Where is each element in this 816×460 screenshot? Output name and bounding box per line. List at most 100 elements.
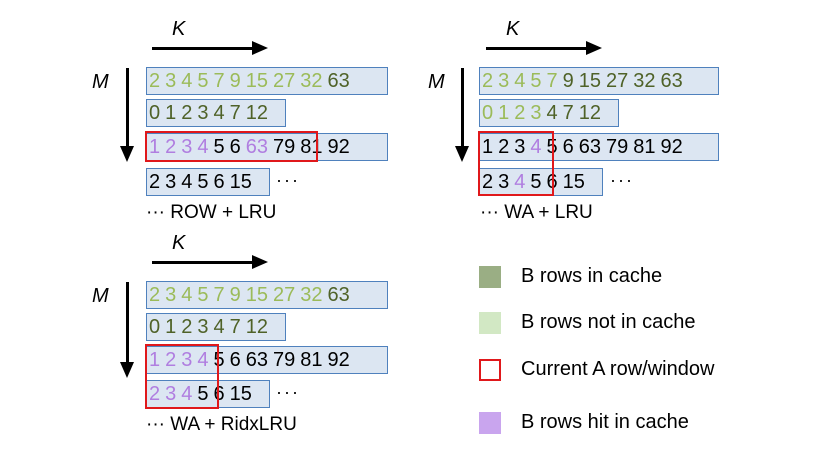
index-token: 63 bbox=[327, 283, 350, 306]
index-token: 6 bbox=[213, 382, 225, 405]
index-token: 2 bbox=[165, 348, 177, 371]
index-token: 2 bbox=[482, 170, 494, 193]
index-token: 2 bbox=[149, 283, 161, 306]
row-ellipsis: ··· bbox=[610, 170, 634, 190]
index-token: 3 bbox=[165, 382, 177, 405]
index-token: 27 bbox=[273, 69, 296, 92]
k-axis-label: K bbox=[172, 18, 186, 40]
current-a-window-highlight bbox=[145, 344, 219, 409]
row-ellipsis: ··· bbox=[276, 170, 300, 190]
index-token: 79 bbox=[273, 135, 296, 158]
index-token: 9 bbox=[229, 283, 241, 306]
index-token: 2 bbox=[482, 69, 494, 92]
k-axis-label: K bbox=[506, 18, 520, 40]
index-token: 7 bbox=[229, 101, 241, 124]
index-token: 15 bbox=[245, 283, 268, 306]
k-axis-arrow bbox=[152, 255, 268, 269]
index-token: 32 bbox=[300, 69, 323, 92]
index-token: 4 bbox=[213, 101, 225, 124]
m-axis-label: M bbox=[92, 71, 109, 93]
index-token: 3 bbox=[165, 170, 177, 193]
index-token: 3 bbox=[530, 101, 542, 124]
current-a-row-highlight bbox=[145, 131, 318, 162]
index-token: 15 bbox=[578, 69, 601, 92]
m-axis-label: M bbox=[92, 285, 109, 307]
legend-label: B rows not in cache bbox=[521, 311, 696, 333]
index-token: 1 bbox=[149, 348, 161, 371]
index-token: 3 bbox=[197, 101, 209, 124]
index-token: 63 bbox=[660, 69, 683, 92]
panel-caption: ··· ROW + LRU bbox=[146, 202, 277, 223]
index-token: 63 bbox=[245, 348, 268, 371]
index-token: 3 bbox=[197, 315, 209, 338]
panel-caption: ··· WA + RidxLRU bbox=[146, 414, 297, 435]
index-token: 7 bbox=[562, 101, 574, 124]
legend-swatch bbox=[479, 311, 501, 334]
index-token: 27 bbox=[606, 69, 629, 92]
index-token: 0 bbox=[149, 315, 161, 338]
index-token: 1 bbox=[482, 135, 494, 158]
index-token: 32 bbox=[633, 69, 656, 92]
index-token: 4 bbox=[181, 69, 193, 92]
legend-swatch bbox=[479, 265, 501, 288]
legend-swatch bbox=[479, 358, 501, 381]
index-token: 4 bbox=[213, 315, 225, 338]
index-token: 92 bbox=[327, 135, 350, 158]
index-token: 6 bbox=[213, 170, 225, 193]
index-token: 7 bbox=[213, 283, 225, 306]
index-token: 4 bbox=[197, 135, 209, 158]
index-token: 2 bbox=[181, 315, 193, 338]
index-token: 63 bbox=[578, 135, 601, 158]
legend-item-hit-in-cache: B rows hit in cache bbox=[479, 411, 689, 434]
index-token: 2 bbox=[181, 101, 193, 124]
current-a-window-highlight bbox=[478, 131, 554, 196]
index-token: 2 bbox=[149, 382, 161, 405]
index-token: 9 bbox=[229, 69, 241, 92]
index-token: 5 bbox=[213, 135, 225, 158]
index-token: 92 bbox=[660, 135, 683, 158]
m-axis-arrow bbox=[120, 68, 134, 162]
index-token: 5 bbox=[197, 69, 209, 92]
index-token: 0 bbox=[149, 101, 161, 124]
index-token: 27 bbox=[273, 283, 296, 306]
index-token: 5 bbox=[530, 69, 542, 92]
index-token: 3 bbox=[498, 69, 510, 92]
index-token: 12 bbox=[245, 315, 268, 338]
index-token: 81 bbox=[633, 135, 656, 158]
index-token: 4 bbox=[181, 382, 193, 405]
index-token: 12 bbox=[245, 101, 268, 124]
index-token: 3 bbox=[181, 348, 193, 371]
index-token: 4 bbox=[514, 170, 526, 193]
index-token: 1 bbox=[149, 135, 161, 158]
index-token: 5 bbox=[197, 170, 209, 193]
legend-item-not-in-cache: B rows not in cache bbox=[479, 311, 696, 334]
legend-item-current-a: Current A row/window bbox=[479, 358, 714, 381]
index-token: 12 bbox=[578, 101, 601, 124]
legend-label: B rows in cache bbox=[521, 265, 663, 287]
k-axis-arrow bbox=[152, 41, 268, 55]
m-axis-arrow bbox=[120, 282, 134, 378]
index-token: 79 bbox=[273, 348, 296, 371]
index-token: 4 bbox=[181, 283, 193, 306]
index-token: 32 bbox=[300, 283, 323, 306]
index-token: 9 bbox=[562, 69, 574, 92]
index-token: 7 bbox=[229, 315, 241, 338]
index-token: 3 bbox=[498, 170, 510, 193]
index-token: 1 bbox=[165, 101, 177, 124]
index-token: 2 bbox=[165, 135, 177, 158]
k-axis-arrow bbox=[486, 41, 602, 55]
index-token: 7 bbox=[546, 69, 558, 92]
index-token: 5 bbox=[213, 348, 225, 371]
legend-swatch bbox=[479, 411, 501, 434]
index-token: 15 bbox=[562, 170, 585, 193]
